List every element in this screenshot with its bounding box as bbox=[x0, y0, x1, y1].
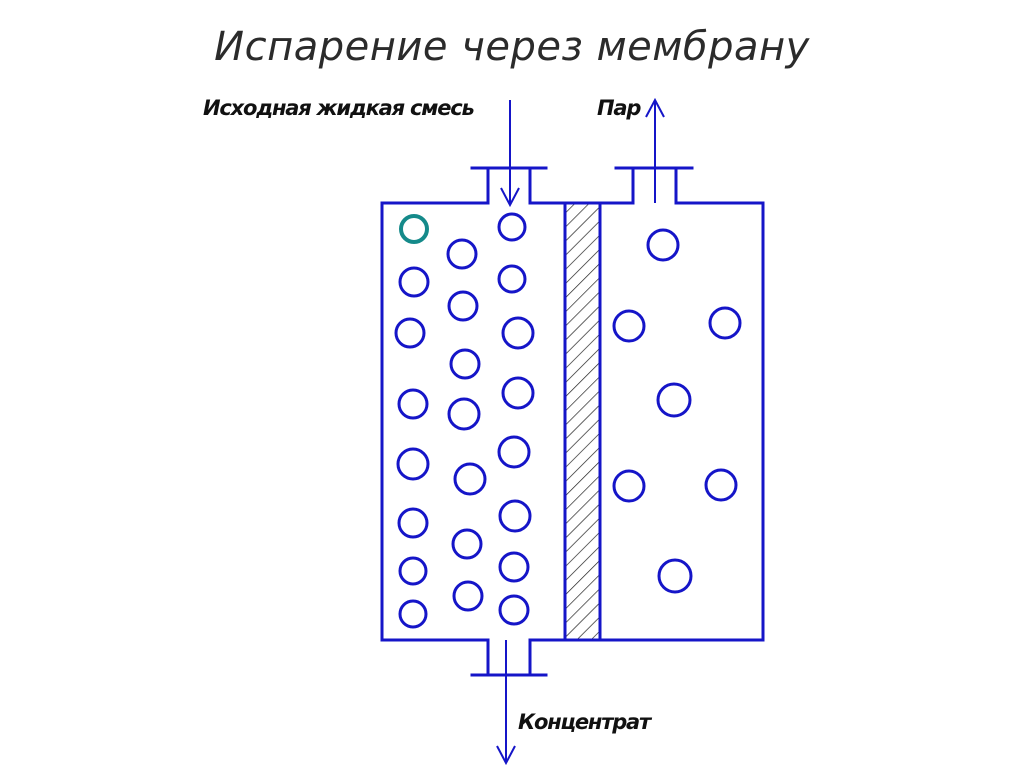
vapor-particle bbox=[612, 469, 646, 503]
concentrate-arrow-down-icon bbox=[496, 640, 516, 766]
liquid-particle bbox=[447, 397, 481, 431]
liquid-particle bbox=[398, 266, 430, 298]
vapor-label: Пар bbox=[597, 96, 641, 120]
liquid-particle bbox=[398, 556, 428, 586]
membrane bbox=[563, 201, 602, 642]
vessel-outline bbox=[380, 201, 490, 642]
liquid-particle bbox=[451, 528, 483, 560]
feed-arrow-down-icon bbox=[500, 100, 520, 208]
liquid-particle bbox=[497, 212, 527, 242]
liquid-particle bbox=[446, 238, 478, 270]
liquid-particle bbox=[394, 317, 426, 349]
feed-label: Исходная жидкая смесь bbox=[203, 96, 475, 120]
vapor-particle bbox=[708, 306, 742, 340]
vapor-particle bbox=[646, 228, 680, 262]
highlighted-particle bbox=[399, 214, 429, 244]
liquid-particle bbox=[452, 580, 484, 612]
liquid-particle bbox=[453, 462, 487, 496]
liquid-particle bbox=[498, 499, 532, 533]
liquid-particle bbox=[498, 594, 530, 626]
liquid-particle bbox=[447, 290, 479, 322]
liquid-particle bbox=[501, 376, 535, 410]
liquid-particle bbox=[398, 599, 428, 629]
vapor-particle bbox=[657, 558, 693, 594]
vapor-particle bbox=[612, 309, 646, 343]
liquid-particle bbox=[397, 507, 429, 539]
concentrate-label: Концентрат bbox=[518, 710, 651, 734]
vapor-particle bbox=[704, 468, 738, 502]
vapor-arrow-up-icon bbox=[645, 97, 665, 203]
liquid-particle bbox=[397, 388, 429, 420]
vapor-particle bbox=[656, 382, 692, 418]
liquid-particle bbox=[497, 435, 531, 469]
liquid-particle bbox=[501, 316, 535, 350]
vessel-outline-right bbox=[528, 201, 765, 642]
liquid-particle bbox=[497, 264, 527, 294]
diagram-title: Испарение через мембрану bbox=[214, 24, 810, 70]
liquid-particle bbox=[449, 348, 481, 380]
liquid-particle bbox=[498, 551, 530, 583]
concentrate-outlet-nozzle bbox=[470, 638, 548, 677]
liquid-particle bbox=[396, 447, 430, 481]
